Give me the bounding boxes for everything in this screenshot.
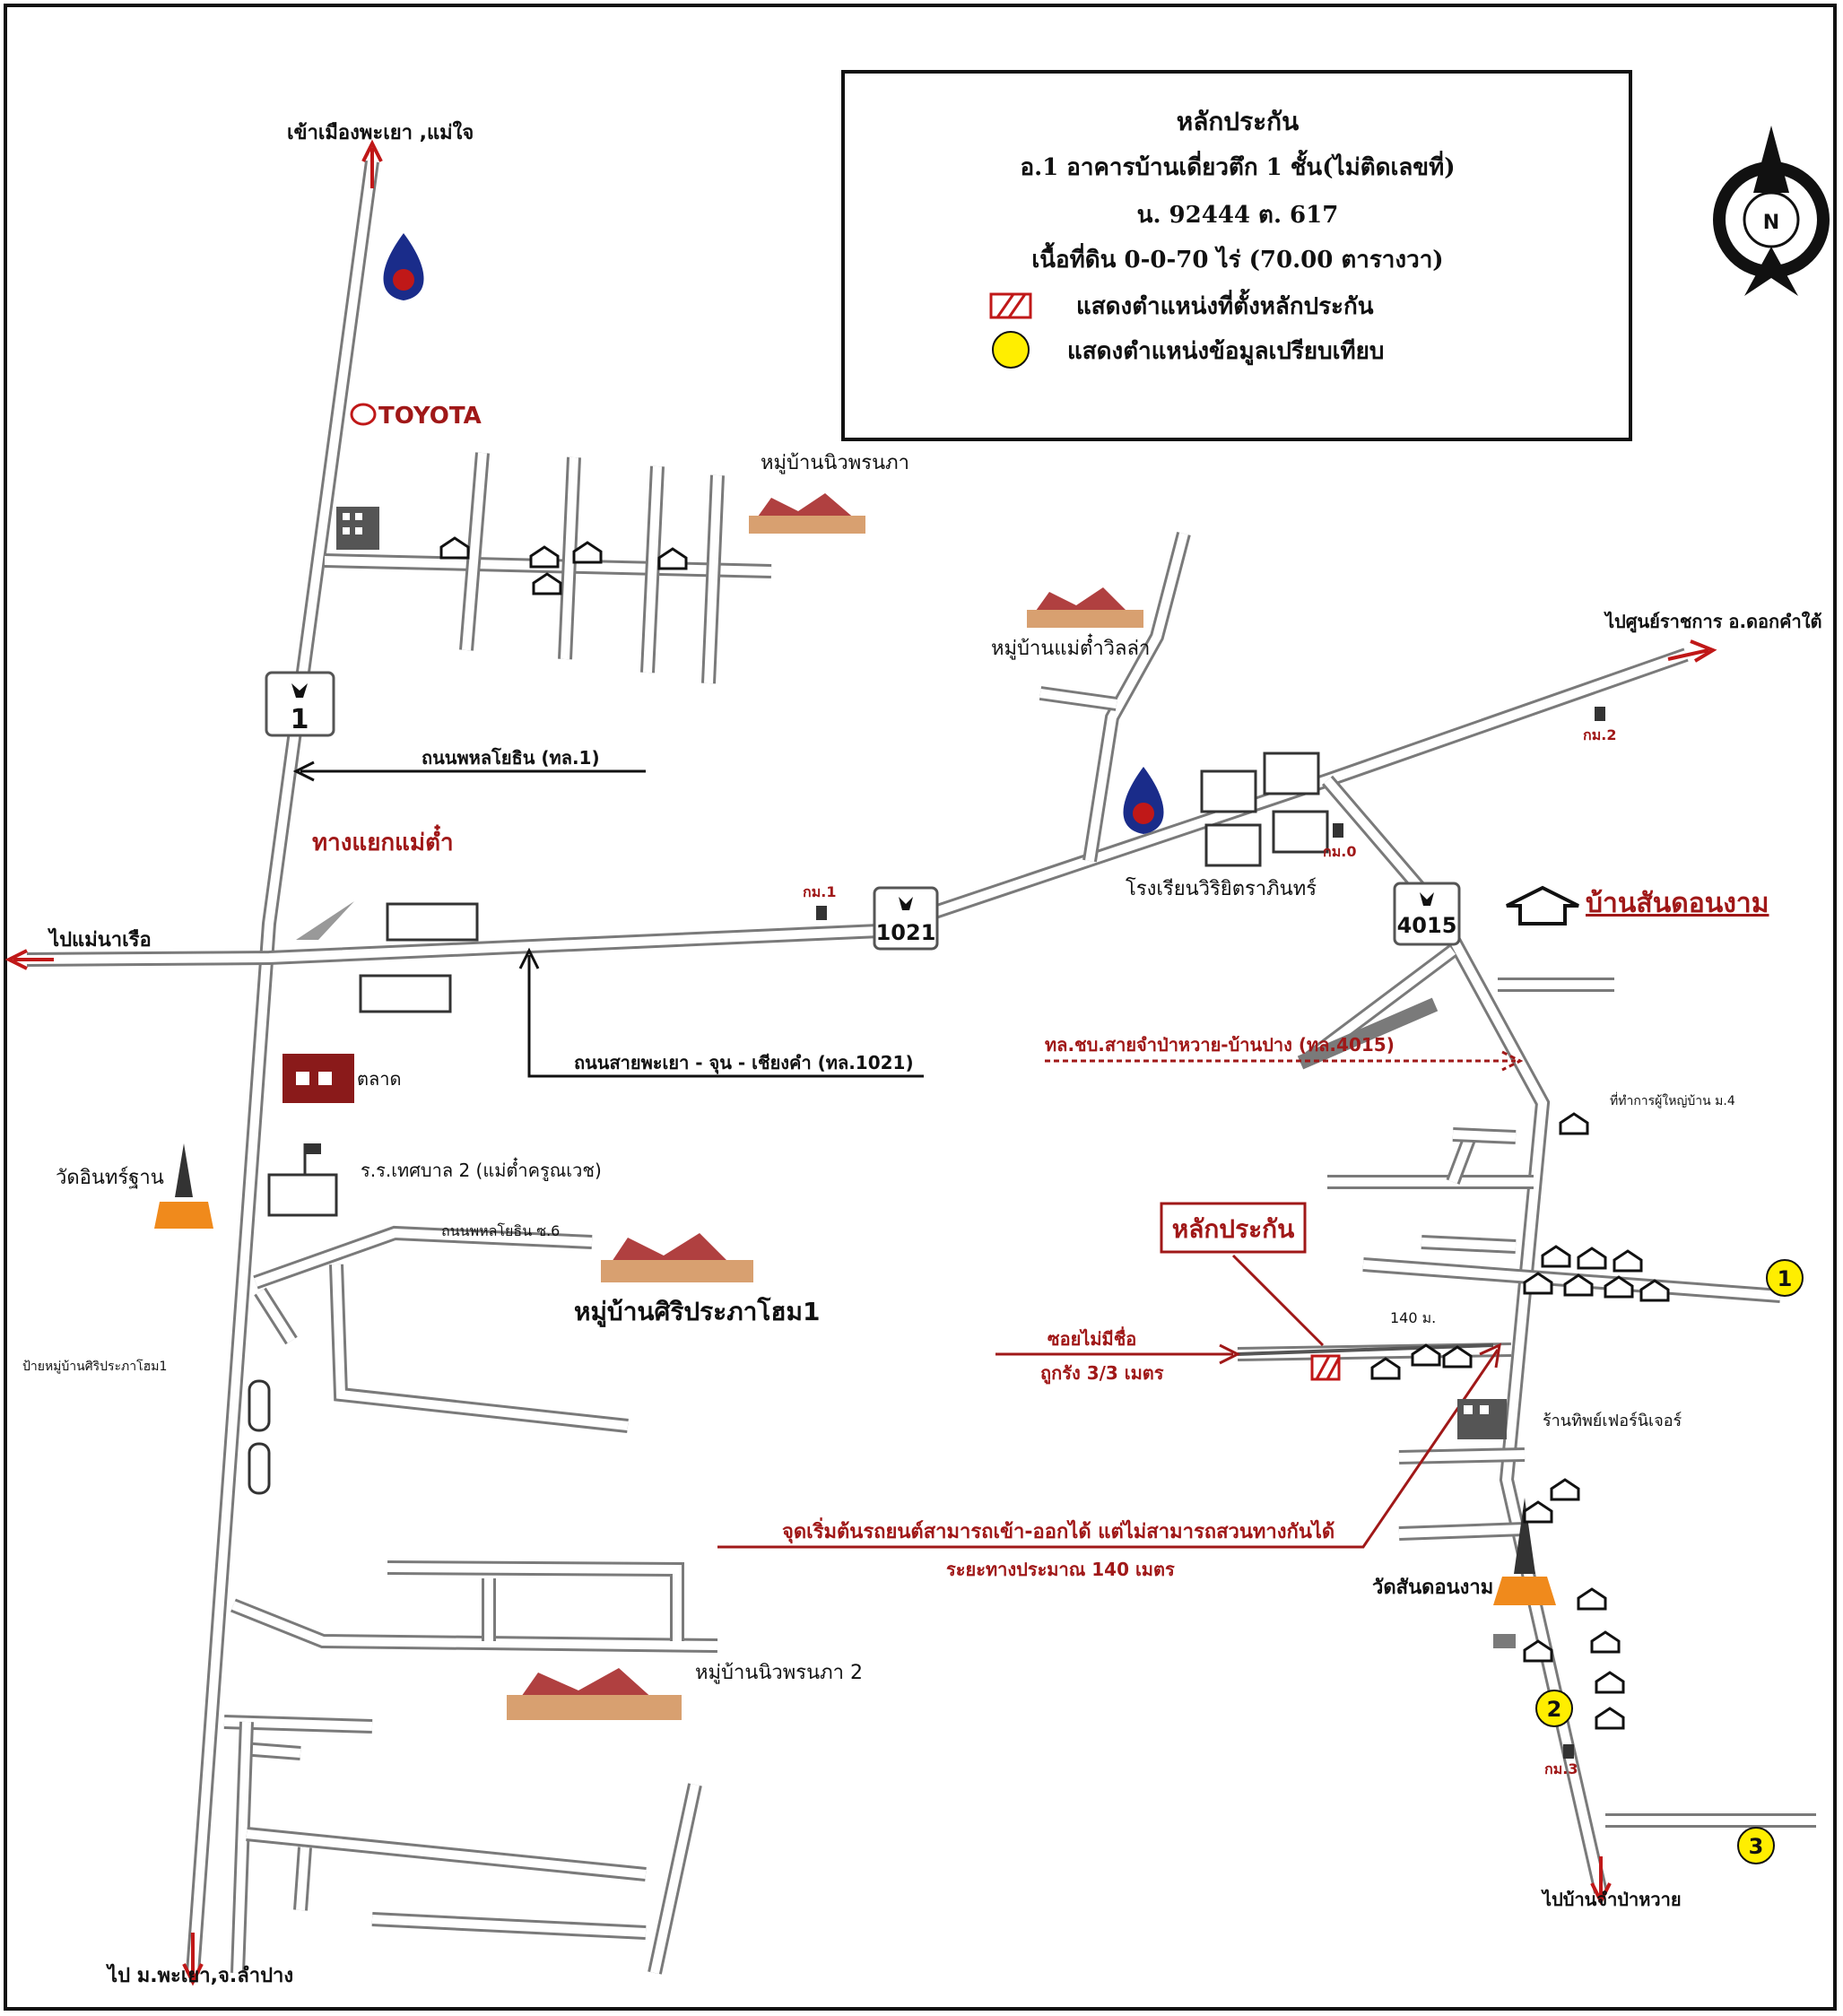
comparable-key-swatch: [992, 331, 1030, 369]
pagoda-icon: [154, 1143, 213, 1229]
route-label-1: 1: [291, 704, 309, 735]
junction-island: [296, 901, 354, 940]
label-school: โรงเรียนวิริยิตราภินทร์: [1126, 877, 1317, 900]
label-to-north: เข้าเมืองพะเยา ,แม่ใจ: [287, 120, 474, 144]
village-icon: [601, 1233, 753, 1282]
comparable-point-1: 1: [1766, 1259, 1804, 1297]
label-headman: ที่ทำการผู้ใหญ่บ้าน ม.4: [1610, 1092, 1735, 1108]
toyota-label: TOYOTA: [378, 403, 482, 430]
toyota-logo-icon: TOYOTA: [350, 403, 482, 430]
legend-box: หลักประกัน อ.1 อาคารบ้านเดี่ยวตึก 1 ชั้น…: [841, 70, 1632, 441]
legend-line-3: เนื้อที่ดิน 0-0-70 ไร่ (70.00 ตารางวา): [1031, 241, 1443, 274]
label-car-note: จุดเริ่มต้นรถยนต์สามารถเข้า-ออกได้ แต่ไม…: [782, 1516, 1334, 1544]
legend-line-2: น. 92444 ต. 617: [1137, 202, 1339, 229]
label-maetam-junction: ทางแยกแม่ต๋ำ: [312, 824, 454, 856]
label-wat-east: วัดสันดอนงาม: [1372, 1577, 1493, 1599]
label-village-siri: หมู่บ้านศิริประภาโฮม1: [574, 1296, 820, 1327]
label-ban-san-don-ngam: บ้านสันดอนงาม: [1586, 888, 1769, 919]
label-furniture: ร้านทิพย์เฟอร์นิเจอร์: [1543, 1412, 1682, 1430]
label-to-south-east: ไปบ้านจำป่าหวาย: [1541, 1889, 1682, 1910]
route-shield-1021: 1021: [873, 886, 939, 951]
collateral-marker: [1310, 1354, 1341, 1381]
legend-title: หลักประกัน: [1177, 107, 1300, 136]
gas-station-icon: [383, 233, 424, 300]
house-landmark-icon: [1506, 885, 1579, 925]
legend-line-1: อ.1 อาคารบ้านเดี่ยวตึก 1 ชั้น(ไม่ติดเลขท…: [1020, 149, 1455, 181]
traffic-light-icon: [248, 1379, 271, 1495]
village-icon: [749, 493, 865, 534]
label-soi-phahon: ถนนพหลโยธิน ซ.6: [441, 1222, 560, 1239]
label-km0: กม.0: [1323, 843, 1356, 860]
comparable-label-2: 2: [1547, 1697, 1562, 1722]
label-village-maetam: หมู่บ้านแม่ต๋ำวิลล่า: [991, 633, 1150, 660]
route-shield-4015: 4015: [1393, 882, 1461, 946]
label-soi-no-name: ซอยไม่มีชื่อ: [1048, 1325, 1136, 1350]
label-wat-west: วัดอินทร์ฐาน: [56, 1167, 164, 1189]
route-label-1021: 1021: [876, 920, 936, 945]
route-shield-1: 1: [265, 671, 335, 737]
km-marker-icon: [816, 707, 1605, 1759]
label-rd4015: ทล.ชบ.สายจำป่าหวาย-บ้านปาง (ทล.4015): [1045, 1034, 1395, 1056]
label-km2: กม.2: [1583, 726, 1616, 743]
school-icon: [267, 1143, 338, 1217]
furniture-shop-icon: [1457, 1399, 1507, 1439]
direction-arrows: [4, 139, 1717, 1986]
label-to-dokkhamtai: ไปศูนย์ราชการ อ.ดอกคำใต้: [1604, 611, 1822, 634]
label-phahonyothin-road: ถนนพหลโยธิน (ทล.1): [422, 747, 600, 769]
label-phayao-road: ถนนสายพะเยา - จุน - เชียงคำ (ทล.1021): [574, 1052, 914, 1074]
legend-key-comparable: แสดงตำแหน่งข้อมูลเปรียบเทียบ: [1067, 338, 1384, 366]
label-school2: ร.ร.เทศบาล 2 (แม่ต๋ำครูณเวช): [361, 1157, 602, 1182]
compass-letter: N: [1763, 212, 1779, 234]
collateral-callout: หลักประกัน: [1160, 1202, 1307, 1254]
collateral-label: หลักประกัน: [1172, 1214, 1295, 1244]
label-car-distance: ระยะทางประมาณ 140 เมตร: [946, 1559, 1175, 1580]
label-km1: กม.1: [803, 883, 836, 900]
label-village-niwet2: หมู่บ้านนิวพรนภา 2: [695, 1662, 863, 1684]
village-icon: [507, 1668, 682, 1720]
label-village-niwet1: หมู่บ้านนิวพรนภา: [761, 452, 909, 474]
comparable-label-3: 3: [1749, 1834, 1764, 1859]
label-soi-width: ถูกรัง 3/3 เมตร: [1040, 1362, 1164, 1386]
route-label-4015: 4015: [1397, 913, 1457, 938]
gas-station-icon: [1123, 767, 1164, 834]
comparable-label-1: 1: [1778, 1266, 1793, 1291]
pagoda-icon: [1493, 1498, 1556, 1605]
legend-key-collateral: แสดงตำแหน่งที่ตั้งหลักประกัน: [1076, 288, 1374, 320]
label-to-south-west: ไป ม.พะเยา,จ.ลำปาง: [106, 1963, 293, 1987]
building-icon: [336, 507, 379, 550]
label-market: ตลาด: [357, 1068, 401, 1090]
label-to-maenaruea: ไปแม่นาเรือ: [48, 927, 152, 952]
market-icon: [283, 1054, 354, 1103]
label-km3: กม.3: [1544, 1760, 1578, 1777]
comparable-point-3: 3: [1737, 1827, 1775, 1864]
housing-block: [359, 752, 1329, 1013]
label-distance-140: 140 ม.: [1390, 1309, 1436, 1326]
village-icon: [1027, 587, 1143, 628]
compass-icon: N: [1713, 126, 1830, 296]
comparable-point-2: 2: [1535, 1690, 1573, 1727]
label-siri-sign: ป้ายหมู่บ้านศิริประภาโฮม1: [22, 1359, 167, 1374]
house-icon: [439, 536, 1670, 1730]
